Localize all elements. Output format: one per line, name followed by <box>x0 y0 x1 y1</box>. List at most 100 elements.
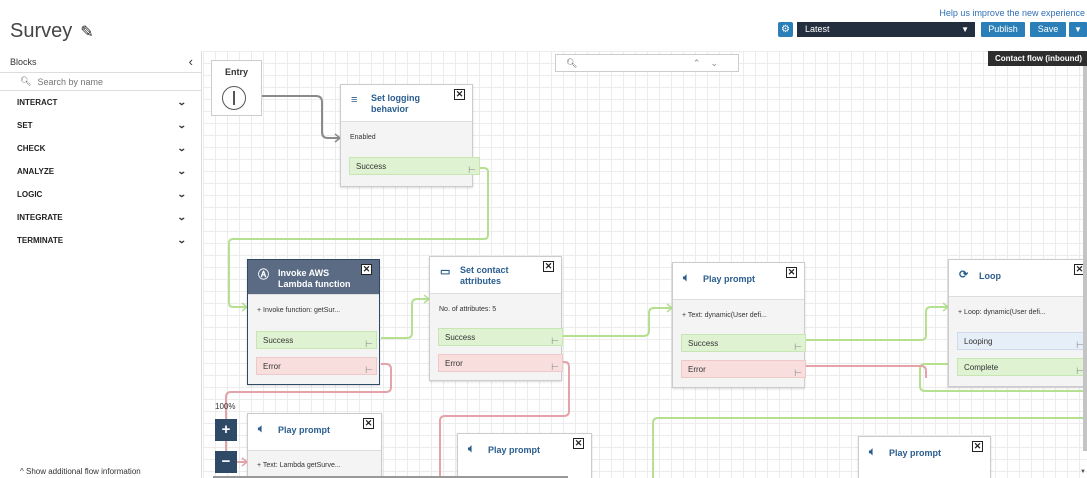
branch-error[interactable]: Error⊢ <box>681 360 806 378</box>
block-title: Play prompt <box>703 274 756 284</box>
category-integrate[interactable]: INTEGRATE⌄ <box>0 206 201 229</box>
block-setting-text: + Loop: dynamic(User defi... <box>958 309 1046 316</box>
entry-icon[interactable] <box>222 86 246 110</box>
block-search-input[interactable] <box>37 76 188 87</box>
chevron-down-icon: ⌄ <box>177 97 188 107</box>
block-setting-value: Invoke function: getSur... <box>263 307 341 314</box>
block-play-prompt[interactable]: 🔈︎ Play prompt ✕ <box>457 433 592 478</box>
gear-icon[interactable]: ⚙ <box>778 22 793 37</box>
branch-label: Error <box>445 359 463 368</box>
block-play-prompt[interactable]: 🔈︎ Play prompt ✕ + Text: Lambda getSurve… <box>247 413 382 478</box>
show-flow-info-label: Show additional flow information <box>26 467 141 476</box>
save-button[interactable]: Save <box>1030 22 1066 37</box>
branch-looping[interactable]: Looping⊢ <box>957 332 1087 350</box>
caret-down-icon: ▼ <box>961 25 969 34</box>
category-label: SET <box>17 121 33 130</box>
zoom-in-button[interactable]: + <box>215 419 237 441</box>
block-play-prompt[interactable]: 🔈︎ Play prompt ✕ + Text: dynamic(User de… <box>672 262 806 388</box>
block-set-logging-behavior[interactable]: ≡ Set logging behavior ✕ Enabled Success… <box>340 84 480 187</box>
block-title: Play prompt <box>889 448 942 458</box>
block-header: ≡ Set logging behavior <box>341 85 472 115</box>
close-icon[interactable]: ✕ <box>786 267 797 278</box>
branch-error[interactable]: Error ⊢ <box>438 354 563 372</box>
collapse-sidebar-icon[interactable]: ‹ <box>188 54 193 69</box>
block-body: No. of attributes: 5 Success⊢ Error⊢ <box>430 293 563 380</box>
search-icon: 🔍︎ <box>566 58 578 68</box>
flow-canvas[interactable]: 🔍︎ ⌃⌄ Entry ≡ Set logging behavior ✕ Ena… <box>203 51 1087 478</box>
close-icon[interactable]: ✕ <box>454 89 465 100</box>
connector-handle-icon[interactable]: ⊢ <box>794 368 802 378</box>
block-title: Play prompt <box>488 445 541 455</box>
connector-loop-next <box>919 363 1087 392</box>
branch-label: Success <box>445 333 476 342</box>
block-invoke-lambda[interactable]: Ⓐ Invoke AWS Lambda function ✕ + Invoke … <box>247 259 380 385</box>
version-value: Latest <box>805 24 830 34</box>
block-setting-text: + Invoke function: getSur... <box>257 307 341 314</box>
category-check[interactable]: CHECK⌄ <box>0 137 201 160</box>
close-icon[interactable]: ✕ <box>543 261 554 272</box>
chevron-down-icon: ⌄ <box>177 235 188 245</box>
loop-icon: ⟳ <box>959 269 969 281</box>
connector-handle-icon[interactable]: ⊢ <box>468 165 476 175</box>
category-terminate[interactable]: TERMINATE⌄ <box>0 229 201 252</box>
category-label: CHECK <box>17 144 46 153</box>
branch-success[interactable]: Success⊢ <box>256 331 377 349</box>
zoom-out-button[interactable]: − <box>215 451 237 473</box>
category-logic[interactable]: LOGIC⌄ <box>0 183 201 206</box>
category-label: INTERACT <box>17 98 58 107</box>
branch-complete[interactable]: Complete⊢ <box>957 358 1087 376</box>
block-title: Play prompt <box>278 425 331 435</box>
zoom-level: 100% <box>215 402 236 411</box>
close-icon[interactable]: ✕ <box>361 264 372 275</box>
speaker-icon: 🔈︎ <box>683 272 690 284</box>
block-title: Set logging behavior <box>371 93 420 114</box>
connector-attrs-prompt1 <box>561 307 672 337</box>
horizontal-scrollbar[interactable] <box>213 476 568 478</box>
category-interact[interactable]: INTERACT ⌄ <box>0 91 201 114</box>
branch-success[interactable]: Success⊢ <box>681 334 806 352</box>
connector-handle-icon[interactable]: ⊢ <box>794 342 802 352</box>
speaker-icon: 🔈︎ <box>869 446 876 458</box>
help-improve-link[interactable]: Help us improve the new experience <box>939 8 1085 18</box>
save-options-button[interactable]: ▼ <box>1069 22 1087 37</box>
branch-label: Success <box>356 162 387 171</box>
block-set-contact-attributes[interactable]: ▭ Set contact attributes ✕ No. of attrib… <box>429 256 563 381</box>
search-nav-icons[interactable]: ⌃⌄ <box>692 58 728 68</box>
connector-lambda-attrs <box>381 298 429 339</box>
vertical-scrollbar[interactable] <box>1083 61 1087 451</box>
category-label: INTEGRATE <box>17 213 63 222</box>
version-select[interactable]: Latest ▼ <box>797 22 975 37</box>
block-body: Enabled Success⊢ <box>341 121 480 186</box>
connector-handle-icon[interactable]: ⊢ <box>1076 340 1084 350</box>
branch-success[interactable]: Success ⊢ <box>438 328 563 346</box>
connector-handle-icon[interactable]: ⊢ <box>365 339 373 349</box>
block-body: + Invoke function: getSur... Success⊢ Er… <box>248 294 379 384</box>
connector-handle-icon[interactable]: ⊢ <box>1076 366 1084 376</box>
close-icon[interactable]: ✕ <box>363 418 374 429</box>
block-setting-value: Text: Lambda getSurve... <box>262 462 341 469</box>
block-header: 🔈︎ Play prompt <box>859 437 990 459</box>
entry-point: Entry <box>211 60 262 116</box>
show-flow-info-link[interactable]: ^ Show additional flow information <box>20 467 141 476</box>
canvas-search-bar[interactable]: 🔍︎ ⌃⌄ <box>555 54 739 72</box>
sidebar-heading: Blocks <box>10 57 37 67</box>
connector-loop-line <box>652 417 1087 478</box>
connector-handle-icon[interactable]: ⊢ <box>551 362 559 372</box>
connector-handle-icon[interactable]: ⊢ <box>551 336 559 346</box>
category-set[interactable]: SET⌄ <box>0 114 201 137</box>
attributes-icon: ▭ <box>440 266 451 278</box>
branch-error[interactable]: Error⊢ <box>256 357 377 375</box>
block-title: Set contact attributes <box>460 265 509 286</box>
branch-success[interactable]: Success ⊢ <box>349 157 480 175</box>
block-play-prompt[interactable]: 🔈︎ Play prompt ✕ <box>858 436 991 478</box>
category-analyze[interactable]: ANALYZE⌄ <box>0 160 201 183</box>
pencil-icon[interactable]: ✎ <box>80 23 94 41</box>
block-loop[interactable]: ⟳ Loop ✕ + Loop: dynamic(User defi... Lo… <box>948 259 1087 387</box>
connector-handle-icon[interactable]: ⊢ <box>365 365 373 375</box>
block-body: + Text: Lambda getSurve... <box>248 450 381 478</box>
close-icon[interactable]: ✕ <box>972 441 983 452</box>
category-label: LOGIC <box>17 190 43 199</box>
publish-button[interactable]: Publish <box>981 22 1025 37</box>
scroll-down-icon[interactable]: ▼ <box>1080 469 1086 475</box>
close-icon[interactable]: ✕ <box>573 438 584 449</box>
